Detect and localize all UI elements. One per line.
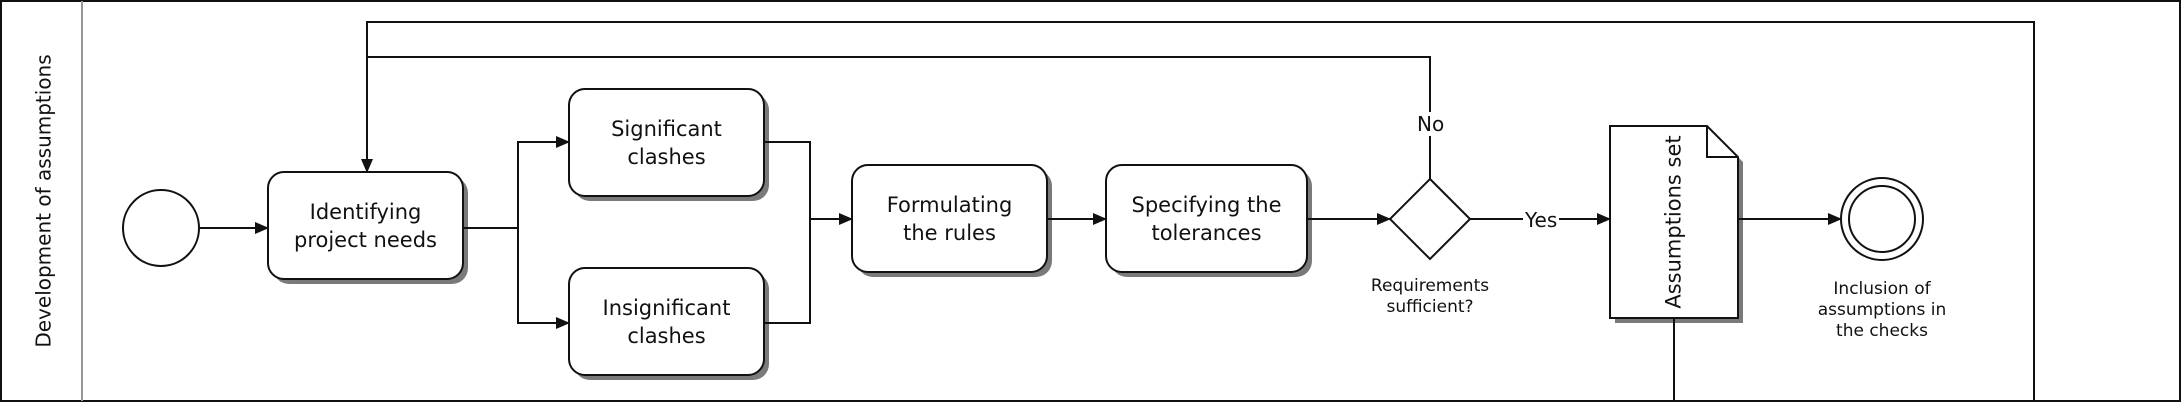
task-label-significant: Significant clashes: [611, 116, 722, 169]
end-event-label: Inclusion of assumptions in the checks: [1817, 279, 1947, 341]
flow-split-to-significant: [517, 136, 570, 228]
exclusive-gateway[interactable]: [1388, 177, 1472, 261]
lane-label: Development of assumptions: [16, 40, 72, 362]
task-label-identifying: Identifying project needs: [294, 199, 437, 252]
task-label-insignificant: Insignificant clashes: [602, 295, 731, 348]
flow-significant-merge: [764, 141, 811, 324]
task-label-specifying: Specifying the tolerances: [1131, 192, 1282, 245]
lane-label-text: Development of assumptions: [32, 54, 56, 348]
gateway-question-label: Requirements sufficient?: [1370, 276, 1490, 317]
flow-gateway-no: [361, 56, 1431, 179]
document-label: Assumptions set: [1610, 126, 1738, 318]
task-label-formulating: Formulating the rules: [886, 192, 1013, 245]
end-event-inner: [1848, 185, 1916, 253]
gateway-yes-label: Yes: [1523, 208, 1560, 232]
document-assumptions-set[interactable]: [1609, 125, 1739, 319]
flow-loop-top: [366, 21, 2035, 401]
flow-split-to-insignificant: [517, 228, 570, 329]
gateway-no-label: No: [1415, 112, 1447, 136]
document-label-text: Assumptions set: [1662, 135, 1686, 309]
start-event[interactable]: [122, 189, 200, 267]
